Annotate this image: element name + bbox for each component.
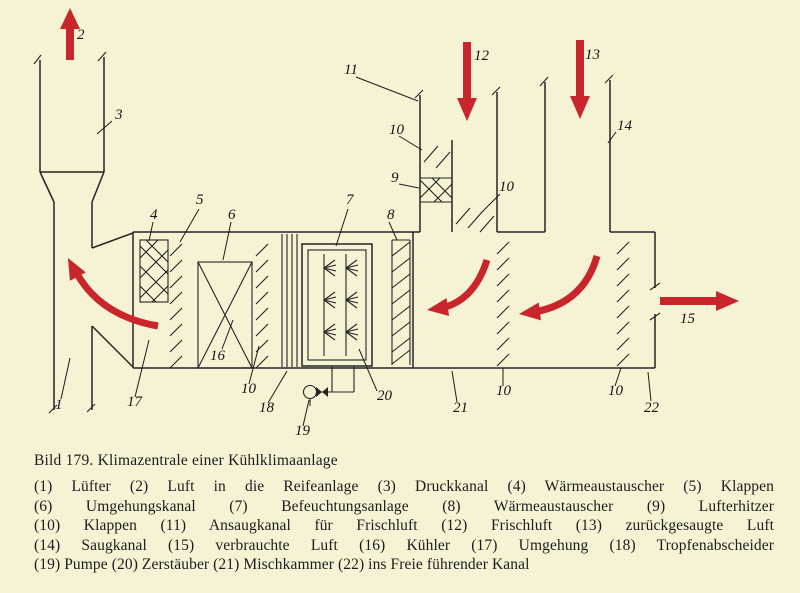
label-22: 22 bbox=[644, 400, 660, 416]
valve-icon bbox=[322, 387, 328, 397]
dampers-10-ahu bbox=[255, 243, 269, 369]
label-20: 20 bbox=[377, 388, 393, 404]
figure-title: Bild 179. Klimazentrale einer Kühlklimaa… bbox=[34, 452, 338, 469]
label-15: 15 bbox=[680, 311, 696, 327]
flow-arrows bbox=[60, 8, 739, 330]
label-5: 5 bbox=[196, 192, 204, 208]
dampers-10-chamber-right bbox=[616, 241, 630, 367]
ahu-housing bbox=[132, 231, 655, 369]
label-12: 12 bbox=[474, 48, 490, 64]
pump-19 bbox=[302, 366, 355, 406]
number-labels: 1 2 3 4 5 6 7 8 9 10 10 10 10 10 11 12 1… bbox=[55, 27, 696, 439]
label-18: 18 bbox=[259, 400, 275, 416]
label-10-ahu: 10 bbox=[241, 381, 257, 397]
label-4: 4 bbox=[150, 207, 158, 223]
flow-arrow-up-icon bbox=[60, 8, 80, 60]
flow-arrow-chamber-left-icon bbox=[427, 258, 491, 316]
fresh-air-duct-11 bbox=[414, 86, 501, 232]
label-10-chamber-left: 10 bbox=[496, 383, 512, 399]
cooler-16 bbox=[197, 261, 253, 369]
label-9: 9 bbox=[391, 170, 399, 186]
label-13: 13 bbox=[585, 47, 600, 63]
label-1: 1 bbox=[55, 397, 63, 413]
figure-caption: Bild 179. Klimazentrale einer Kühlklimaa… bbox=[34, 452, 774, 575]
mixing-chamber-21 bbox=[413, 231, 661, 368]
valve-icon bbox=[316, 387, 322, 397]
dampers-10-chamber-left bbox=[496, 241, 510, 367]
heat-exchanger-4 bbox=[139, 239, 169, 303]
heat-exchanger-8 bbox=[391, 239, 411, 365]
air-heater-9 bbox=[419, 177, 453, 203]
label-16: 16 bbox=[210, 348, 226, 364]
label-17: 17 bbox=[127, 394, 144, 410]
dampers-5 bbox=[169, 243, 183, 369]
label-2: 2 bbox=[77, 27, 85, 43]
label-8: 8 bbox=[387, 207, 395, 223]
dampers-10-duct-lower bbox=[455, 207, 495, 233]
hvac-diagram: 1 2 3 4 5 6 7 8 9 10 10 10 10 10 11 12 1… bbox=[33, 8, 739, 439]
pressure-duct-3 bbox=[33, 51, 107, 203]
legend-line-5: (19) Pumpe (20) Zerstäuber (21) Mischkam… bbox=[34, 556, 530, 574]
humidifier-7 bbox=[301, 243, 373, 367]
flow-arrow-chamber-right-icon bbox=[519, 255, 601, 321]
return-duct-14 bbox=[539, 74, 614, 232]
label-11: 11 bbox=[344, 62, 358, 78]
flow-arrow-fresh-air-icon bbox=[457, 42, 477, 121]
flow-arrow-turn-up-icon bbox=[68, 258, 159, 330]
dampers-10-duct-upper bbox=[423, 145, 451, 169]
legend-line-2: (6) Umgehungskanal (7) Befeuchtungsanlag… bbox=[34, 497, 774, 515]
label-7: 7 bbox=[346, 192, 355, 208]
label-19: 19 bbox=[295, 423, 311, 439]
atomizer-nozzles-20 bbox=[323, 259, 359, 341]
label-10-duct-upper: 10 bbox=[389, 122, 405, 138]
fan-duct-1 bbox=[48, 202, 134, 414]
legend-line-1: (1) Lüfter (2) Luft in die Reifeanlage (… bbox=[34, 478, 774, 495]
label-21: 21 bbox=[453, 400, 468, 416]
flow-arrow-return-air-icon bbox=[570, 40, 590, 119]
leader-lines bbox=[60, 76, 652, 427]
label-14: 14 bbox=[617, 118, 633, 134]
droplet-separator-18 bbox=[281, 234, 298, 367]
label-6: 6 bbox=[228, 207, 236, 223]
label-10-chamber-right: 10 bbox=[608, 383, 624, 399]
flow-arrow-exhaust-icon bbox=[660, 291, 739, 311]
label-3: 3 bbox=[114, 107, 123, 123]
legend-line-3: (10) Klappen (11) Ansaugkanal für Frisch… bbox=[34, 517, 774, 535]
label-10-duct-lower: 10 bbox=[499, 179, 515, 195]
legend-line-4: (14) Saugkanal (15) verbrauchte Luft (16… bbox=[34, 536, 774, 554]
